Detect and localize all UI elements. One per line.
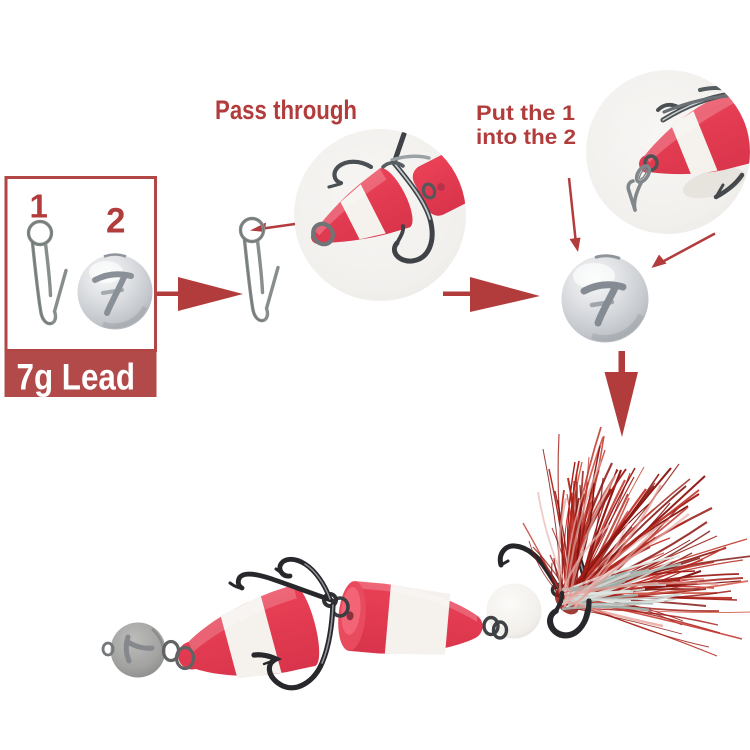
svg-text:2: 2 <box>106 202 125 241</box>
svg-text:Put the 1: Put the 1 <box>476 101 575 125</box>
svg-text:7g Lead: 7g Lead <box>17 357 136 398</box>
svg-text:Pass through: Pass through <box>215 95 357 125</box>
svg-text:1: 1 <box>30 188 48 225</box>
svg-text:into the 2: into the 2 <box>476 125 576 149</box>
